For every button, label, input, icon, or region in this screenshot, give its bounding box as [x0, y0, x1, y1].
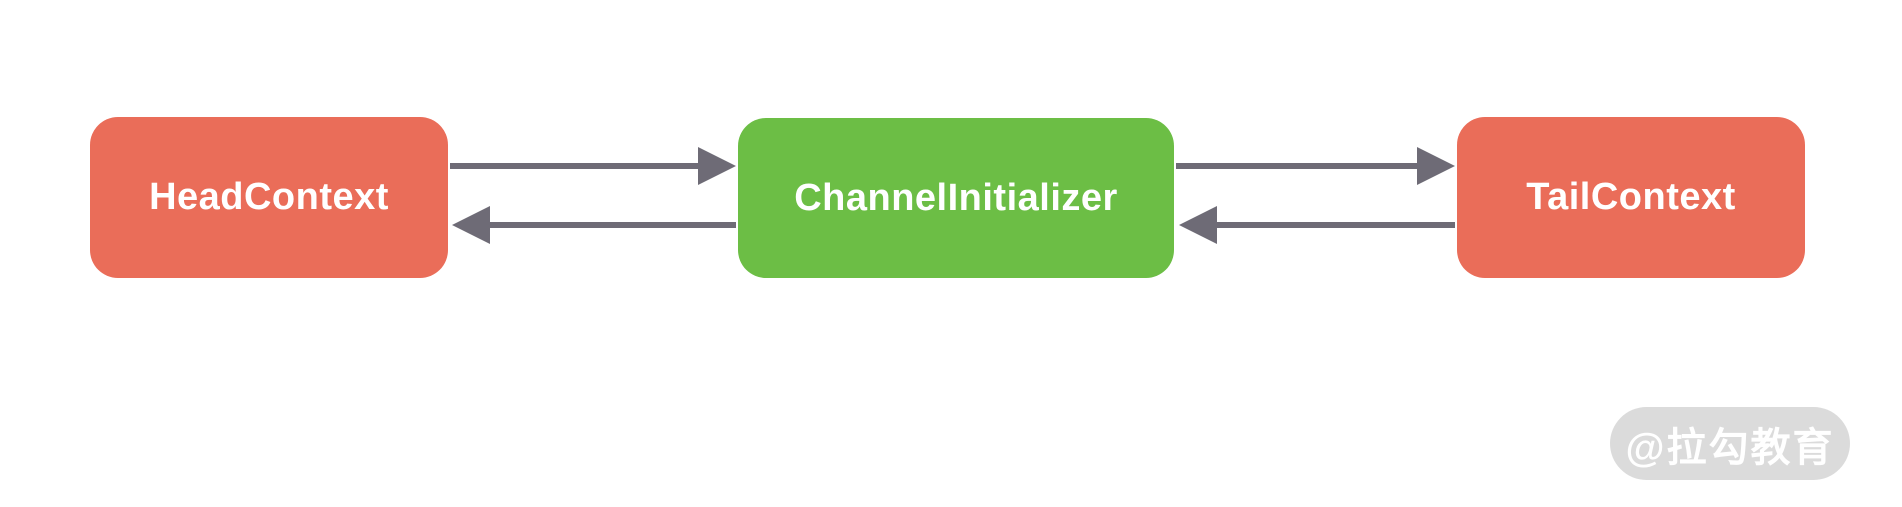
node-head-context: HeadContext: [90, 117, 448, 278]
node-channel-initializer: ChannelInitializer: [738, 118, 1174, 278]
edge-initializer-to-tail-arrowhead-icon: [1417, 147, 1455, 185]
node-channel-initializer-label: ChannelInitializer: [794, 176, 1118, 219]
edge-tail-to-initializer-arrowhead-icon: [1179, 206, 1217, 244]
watermark-label: @拉勾教育: [1625, 425, 1835, 470]
edge-initializer-to-head-arrowhead-icon: [452, 206, 490, 244]
node-head-context-label: HeadContext: [149, 176, 389, 218]
node-tail-context-label: TailContext: [1526, 176, 1736, 218]
watermark-badge: @拉勾教育: [1610, 407, 1850, 480]
edge-head-to-initializer-arrowhead-icon: [698, 147, 736, 185]
node-tail-context: TailContext: [1457, 117, 1805, 278]
